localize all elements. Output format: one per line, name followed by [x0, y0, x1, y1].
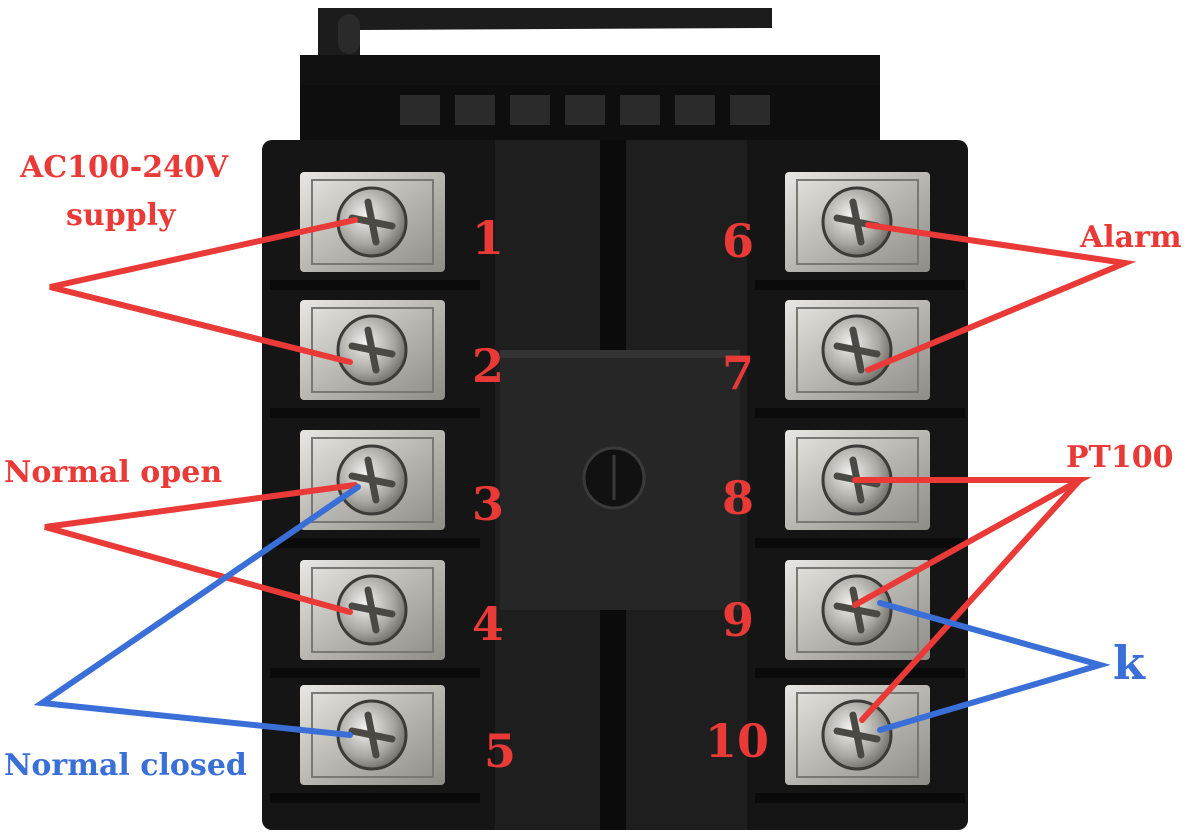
pt100-label: PT100	[1066, 440, 1174, 475]
terminal-10	[755, 685, 965, 803]
terminal-number-7: 7	[722, 346, 755, 400]
terminal-1	[270, 172, 480, 290]
terminal-6	[755, 172, 965, 290]
terminal-number-2: 2	[472, 339, 505, 393]
housing-top-vent	[300, 85, 880, 140]
terminal-number-4: 4	[472, 597, 505, 651]
normal-closed-wire	[33, 484, 361, 738]
terminal-2	[270, 300, 480, 418]
normal-open-label: Normal open	[4, 455, 223, 490]
terminal-number-1: 1	[472, 211, 505, 265]
supply-label-line1: AC100-240V	[20, 150, 229, 185]
terminal-5	[270, 685, 480, 803]
terminal-number-10: 10	[705, 714, 770, 768]
alarm-wire	[865, 222, 1137, 373]
supply-label-line2: supply	[66, 198, 176, 233]
terminal-number-3: 3	[472, 477, 505, 531]
terminal-number-9: 9	[722, 593, 755, 647]
pt100-wire-to-10	[859, 477, 1083, 723]
supply-wire	[49, 217, 358, 365]
normal-closed-label: Normal closed	[4, 748, 247, 783]
k-wire	[877, 600, 1111, 733]
alarm-label: Alarm	[1080, 220, 1182, 255]
normal-open-wire	[44, 482, 358, 615]
k-label: k	[1113, 636, 1145, 690]
wiring-lines	[33, 217, 1137, 738]
terminal-4	[270, 560, 480, 678]
terminal-number-8: 8	[722, 471, 755, 525]
terminal-number-5: 5	[484, 724, 517, 778]
terminal-number-6: 6	[722, 214, 755, 268]
